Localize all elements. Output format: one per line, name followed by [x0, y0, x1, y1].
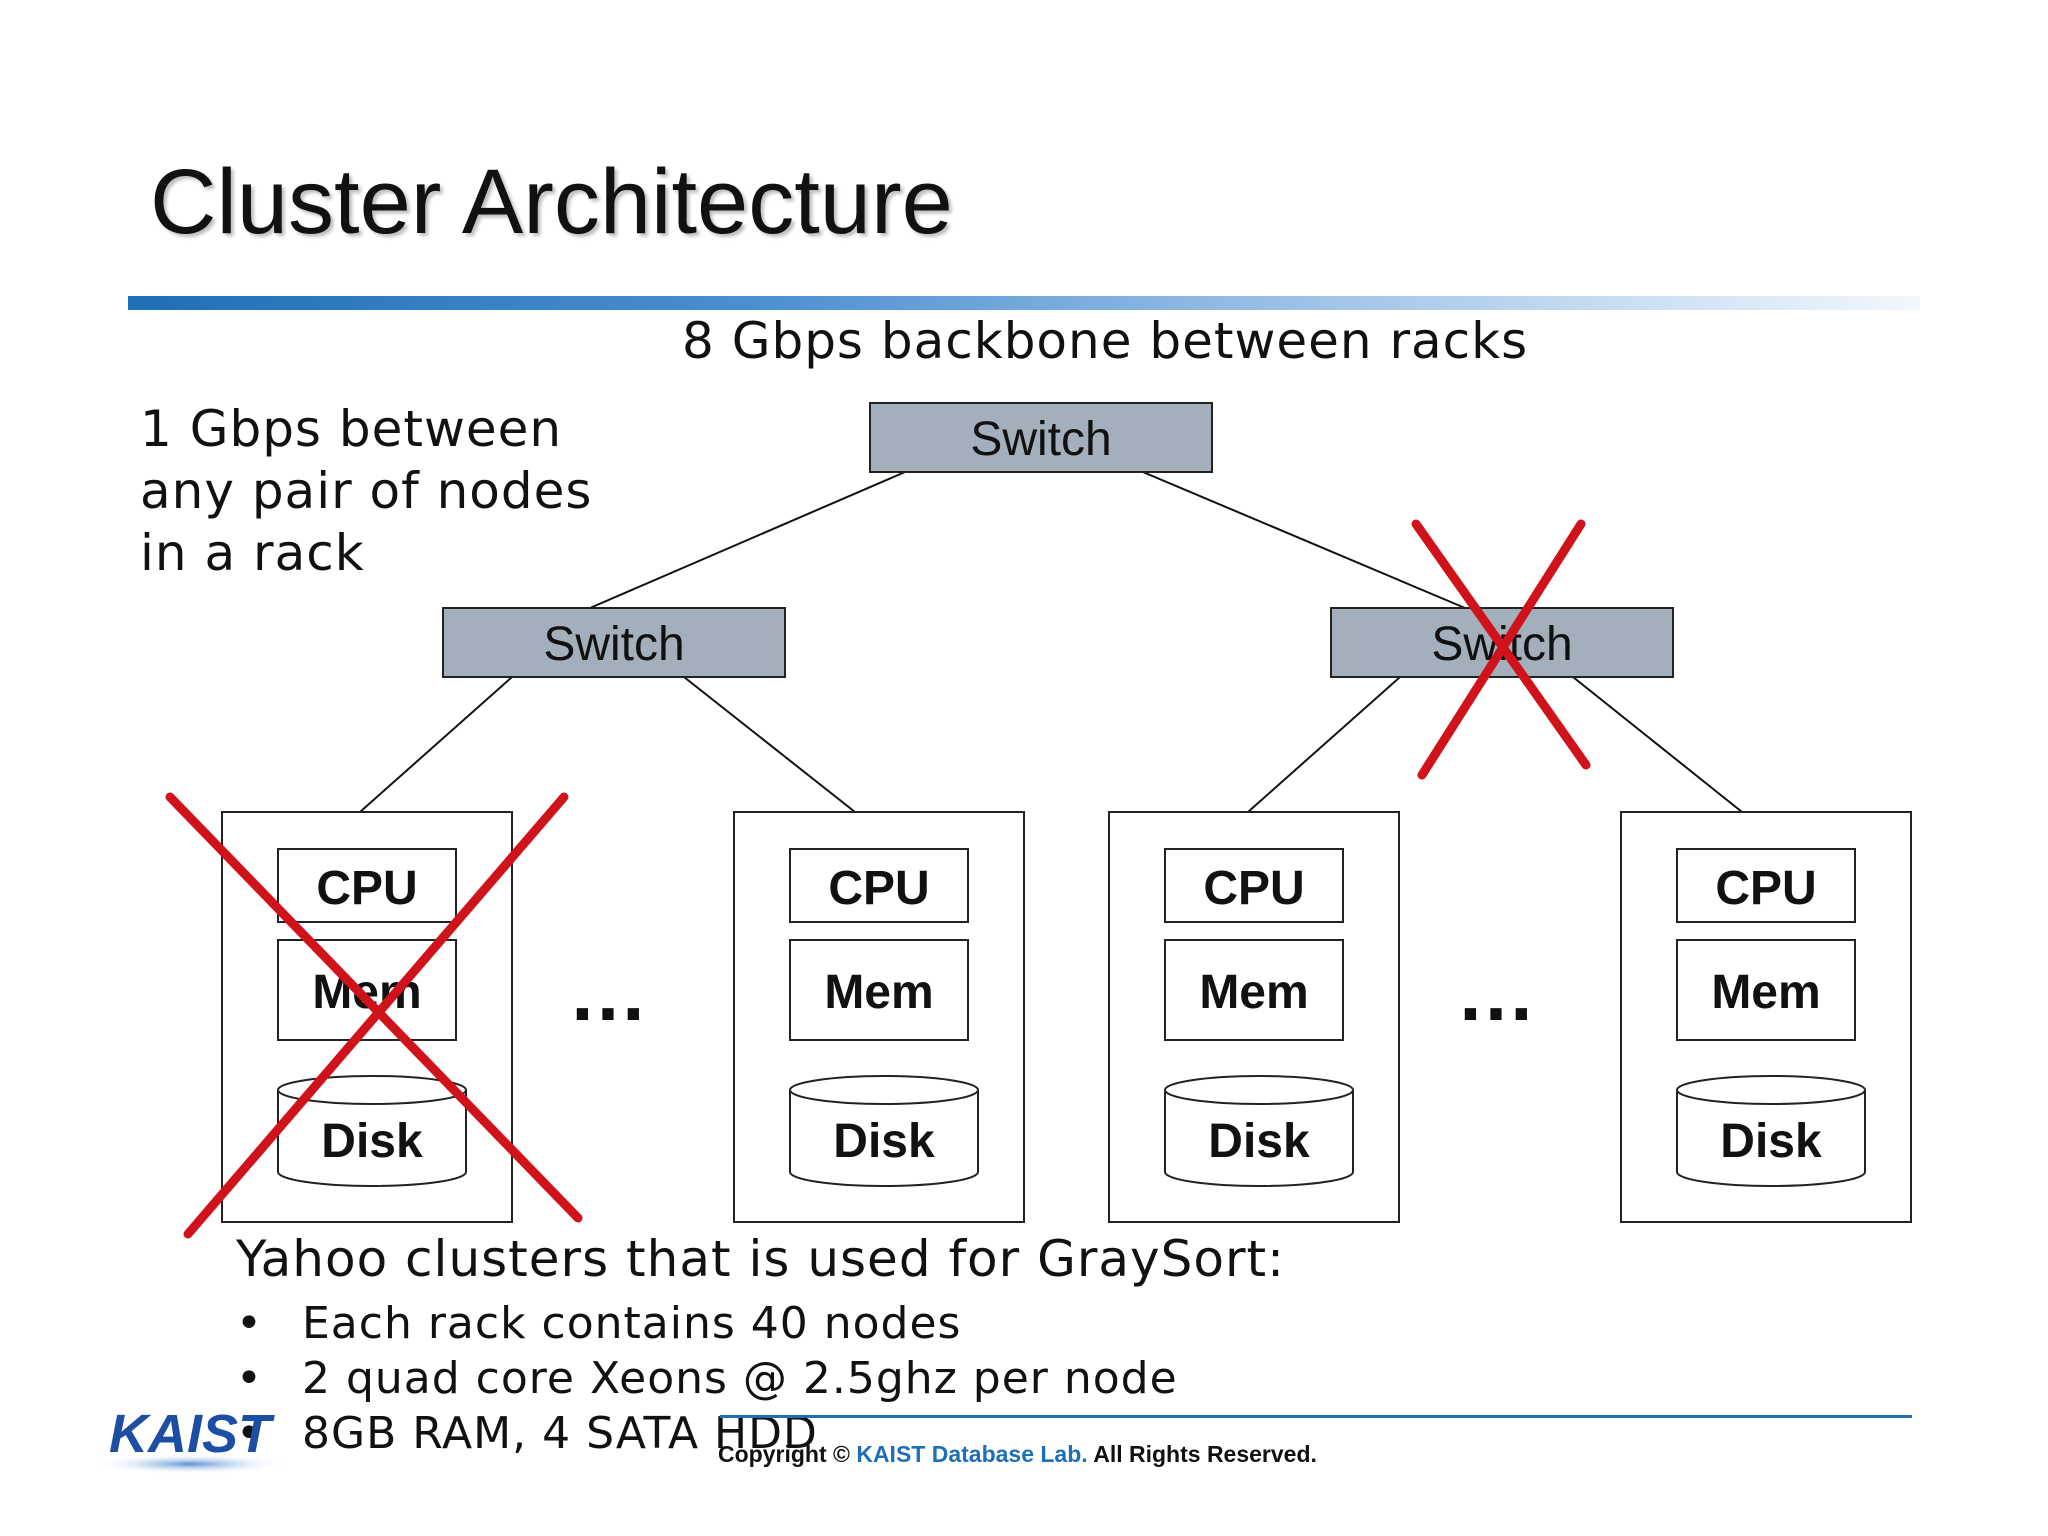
link-top-to-right-switch [1142, 471, 1466, 609]
cpu-box [277, 848, 457, 923]
mem-box [1676, 939, 1856, 1041]
cpu-label: CPU [1715, 862, 1816, 915]
node-3: CPU Mem Disk [1108, 811, 1400, 1223]
bullet-marker: • [236, 1298, 263, 1349]
mem-label: Mem [824, 966, 933, 1019]
disk-label: Disk [1208, 1115, 1310, 1168]
failure-x-node-1 [165, 792, 583, 1239]
disk-cylinder [1676, 1075, 1866, 1187]
mem-box [1164, 939, 1344, 1041]
cpu-box [1676, 848, 1856, 923]
mem-box [789, 939, 969, 1041]
caption-heading: Yahoo clusters that is used for GraySort… [236, 1230, 1285, 1288]
rack-bandwidth-label: 1 Gbps between any pair of nodes in a ra… [140, 398, 592, 584]
link-top-to-left-switch [589, 471, 906, 609]
cpu-box [1164, 848, 1344, 923]
mem-label: Mem [312, 966, 421, 1019]
list-item: • 2 quad core Xeons @ 2.5ghz per node [236, 1351, 1178, 1406]
mem-label: Mem [1711, 966, 1820, 1019]
link-left-switch-to-node2 [683, 676, 856, 813]
rack-bandwidth-line: 1 Gbps between [140, 400, 563, 458]
kaist-logo: KAIST [92, 1404, 288, 1474]
rack-bandwidth-line: in a rack [140, 524, 365, 582]
switch-label: Switch [970, 413, 1111, 466]
slide-title: Cluster Architecture [150, 151, 953, 253]
link-right-switch-to-node3 [1247, 676, 1401, 813]
link-left-switch-to-node1 [359, 676, 513, 813]
disk-cylinder [1164, 1075, 1354, 1187]
switch-rack-left: Switch [442, 607, 786, 678]
ellipsis-left-rack: … [568, 948, 648, 1037]
cpu-label: CPU [1203, 862, 1304, 915]
bullet-marker: • [236, 1408, 263, 1459]
bullet-text: Each rack contains 40 nodes [302, 1298, 962, 1349]
cpu-label: CPU [828, 862, 929, 915]
logo-text: KAIST [109, 1404, 275, 1464]
disk-label: Disk [1720, 1115, 1822, 1168]
mem-label: Mem [1199, 966, 1308, 1019]
cpu-label: CPU [316, 862, 417, 915]
caption-bullet-list: • Each rack contains 40 nodes • 2 quad cor… [236, 1296, 1178, 1461]
title-rule [128, 296, 1920, 310]
ellipsis-right-rack: … [1456, 948, 1536, 1037]
bullet-marker: • [236, 1353, 263, 1404]
switch-label: Switch [543, 618, 684, 671]
footer-rule [720, 1415, 1912, 1418]
connection-lines [359, 471, 1743, 813]
copyright-lab: KAIST Database Lab. [856, 1441, 1088, 1467]
bullet-text: 2 quad core Xeons @ 2.5ghz per node [302, 1353, 1178, 1404]
list-item: • Each rack contains 40 nodes [236, 1296, 1178, 1351]
backbone-label: 8 Gbps backbone between racks [682, 312, 1529, 370]
disk-label: Disk [321, 1115, 423, 1168]
node-1: CPU Mem Disk [221, 811, 513, 1223]
copyright-suffix: All Rights Reserved. [1093, 1441, 1317, 1467]
cpu-box [789, 848, 969, 923]
link-right-switch-to-node4 [1572, 676, 1743, 813]
node-4: CPU Mem Disk [1620, 811, 1912, 1223]
failure-x-right-switch [1411, 519, 1591, 780]
node-2: CPU Mem Disk [733, 811, 1025, 1223]
disk-label: Disk [833, 1115, 935, 1168]
disk-cylinder [789, 1075, 979, 1187]
copyright-prefix: Copyright © [718, 1441, 850, 1467]
rack-bandwidth-line: any pair of nodes [140, 462, 593, 520]
copyright-notice: Copyright © KAIST Database Lab. All Righ… [718, 1441, 1317, 1468]
disk-cylinder [277, 1075, 467, 1187]
switch-top: Switch [869, 402, 1213, 473]
